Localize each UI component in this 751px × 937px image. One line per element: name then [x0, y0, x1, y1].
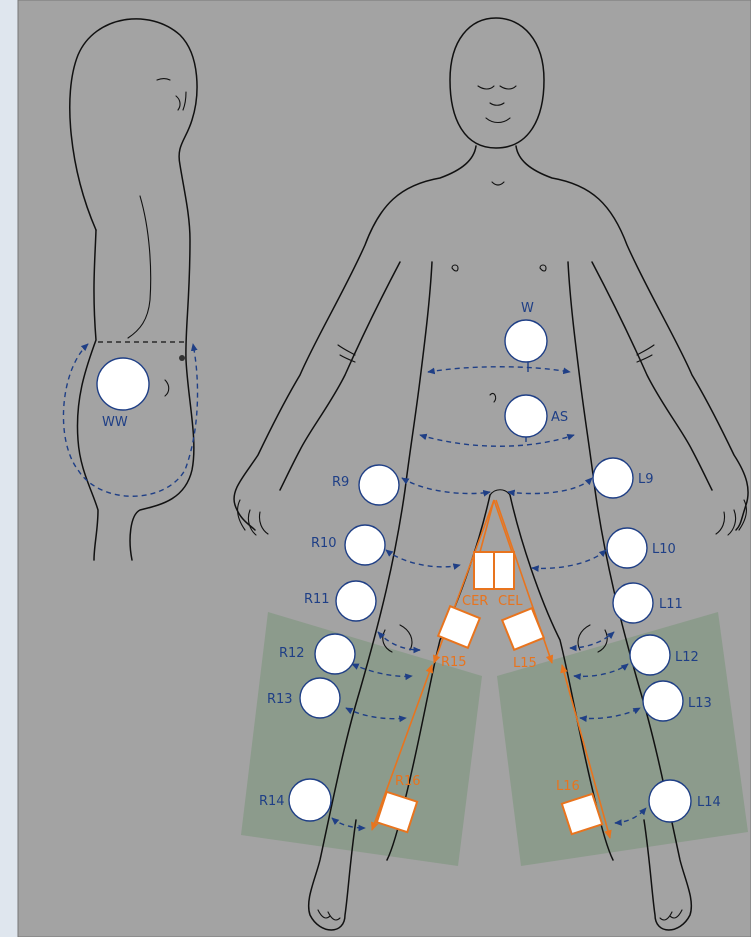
site-l9-label: L9 — [638, 472, 654, 487]
site-r10-label: R10 — [311, 536, 337, 551]
site-r11-circle — [336, 581, 376, 621]
site-l16-label: L16 — [556, 779, 580, 794]
site-r13-circle — [300, 678, 340, 718]
site-r12-circle — [315, 634, 355, 674]
site-l11-circle — [613, 583, 653, 623]
site-cer-label: CER — [462, 594, 488, 609]
site-l14-circle — [649, 780, 691, 822]
site-l13-circle — [643, 681, 683, 721]
site-l10-circle — [607, 528, 647, 568]
site-r9-circle — [359, 465, 399, 505]
site-r15-label: R15 — [441, 655, 467, 670]
site-r16-label: R16 — [395, 774, 421, 789]
site-l14-label: L14 — [697, 795, 721, 810]
site-l12-circle — [630, 635, 670, 675]
site-as-label: AS — [551, 410, 568, 425]
site-r13-label: R13 — [267, 692, 293, 707]
site-r10-circle — [345, 525, 385, 565]
site-r11-label: R11 — [304, 592, 330, 607]
site-w-circle — [505, 320, 547, 362]
site-l11-label: L11 — [659, 597, 683, 612]
site-as-circle — [505, 395, 547, 437]
site-l9-circle — [593, 458, 633, 498]
site-r9-label: R9 — [332, 475, 349, 490]
site-l15-label: L15 — [513, 656, 537, 671]
site-r14-label: R14 — [259, 794, 285, 809]
site-w-label: W — [521, 301, 534, 316]
site-l10-label: L10 — [652, 542, 676, 557]
site-cel-label: CEL — [498, 594, 523, 609]
site-cel-square — [494, 552, 514, 589]
site-cer-square — [474, 552, 494, 589]
site-ww-circle — [97, 358, 149, 410]
site-l12-label: L12 — [675, 650, 699, 665]
site-r12-label: R12 — [279, 646, 305, 661]
site-ww-label: WW — [102, 415, 128, 430]
site-l13-label: L13 — [688, 696, 712, 711]
site-r14-circle — [289, 779, 331, 821]
